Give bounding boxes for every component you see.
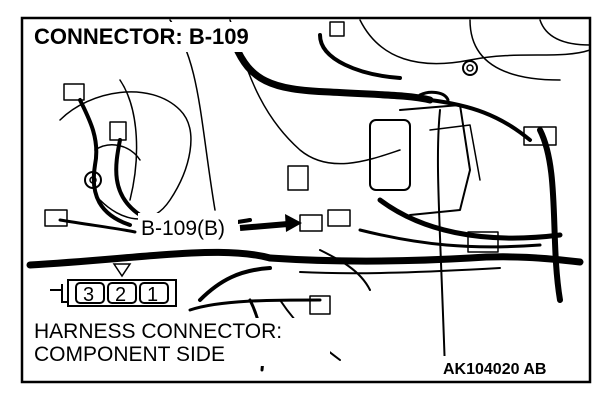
caption-line-2: COMPONENT SIDE: [34, 343, 225, 366]
connector-title: CONNECTOR: B-109: [34, 24, 249, 49]
title-bg: [30, 22, 280, 52]
pin-1-marker-triangle: [112, 263, 132, 278]
callout-arrow: [239, 214, 302, 232]
figure-code-bg: [438, 356, 588, 378]
pin-1-label: 1: [147, 284, 158, 306]
callout-label-bg: [138, 213, 238, 241]
figure-border: [20, 16, 592, 384]
caption-line-1: HARNESS CONNECTOR:: [34, 320, 282, 343]
caption-bg: [30, 318, 330, 366]
callout-label: B-109(B): [141, 217, 225, 240]
figure-code: AK104020 AB: [443, 361, 546, 378]
pin-2-label: 2: [115, 284, 126, 306]
connector-pin-diagram: 3 2 1: [46, 263, 186, 318]
pin-3-label: 3: [83, 284, 94, 306]
